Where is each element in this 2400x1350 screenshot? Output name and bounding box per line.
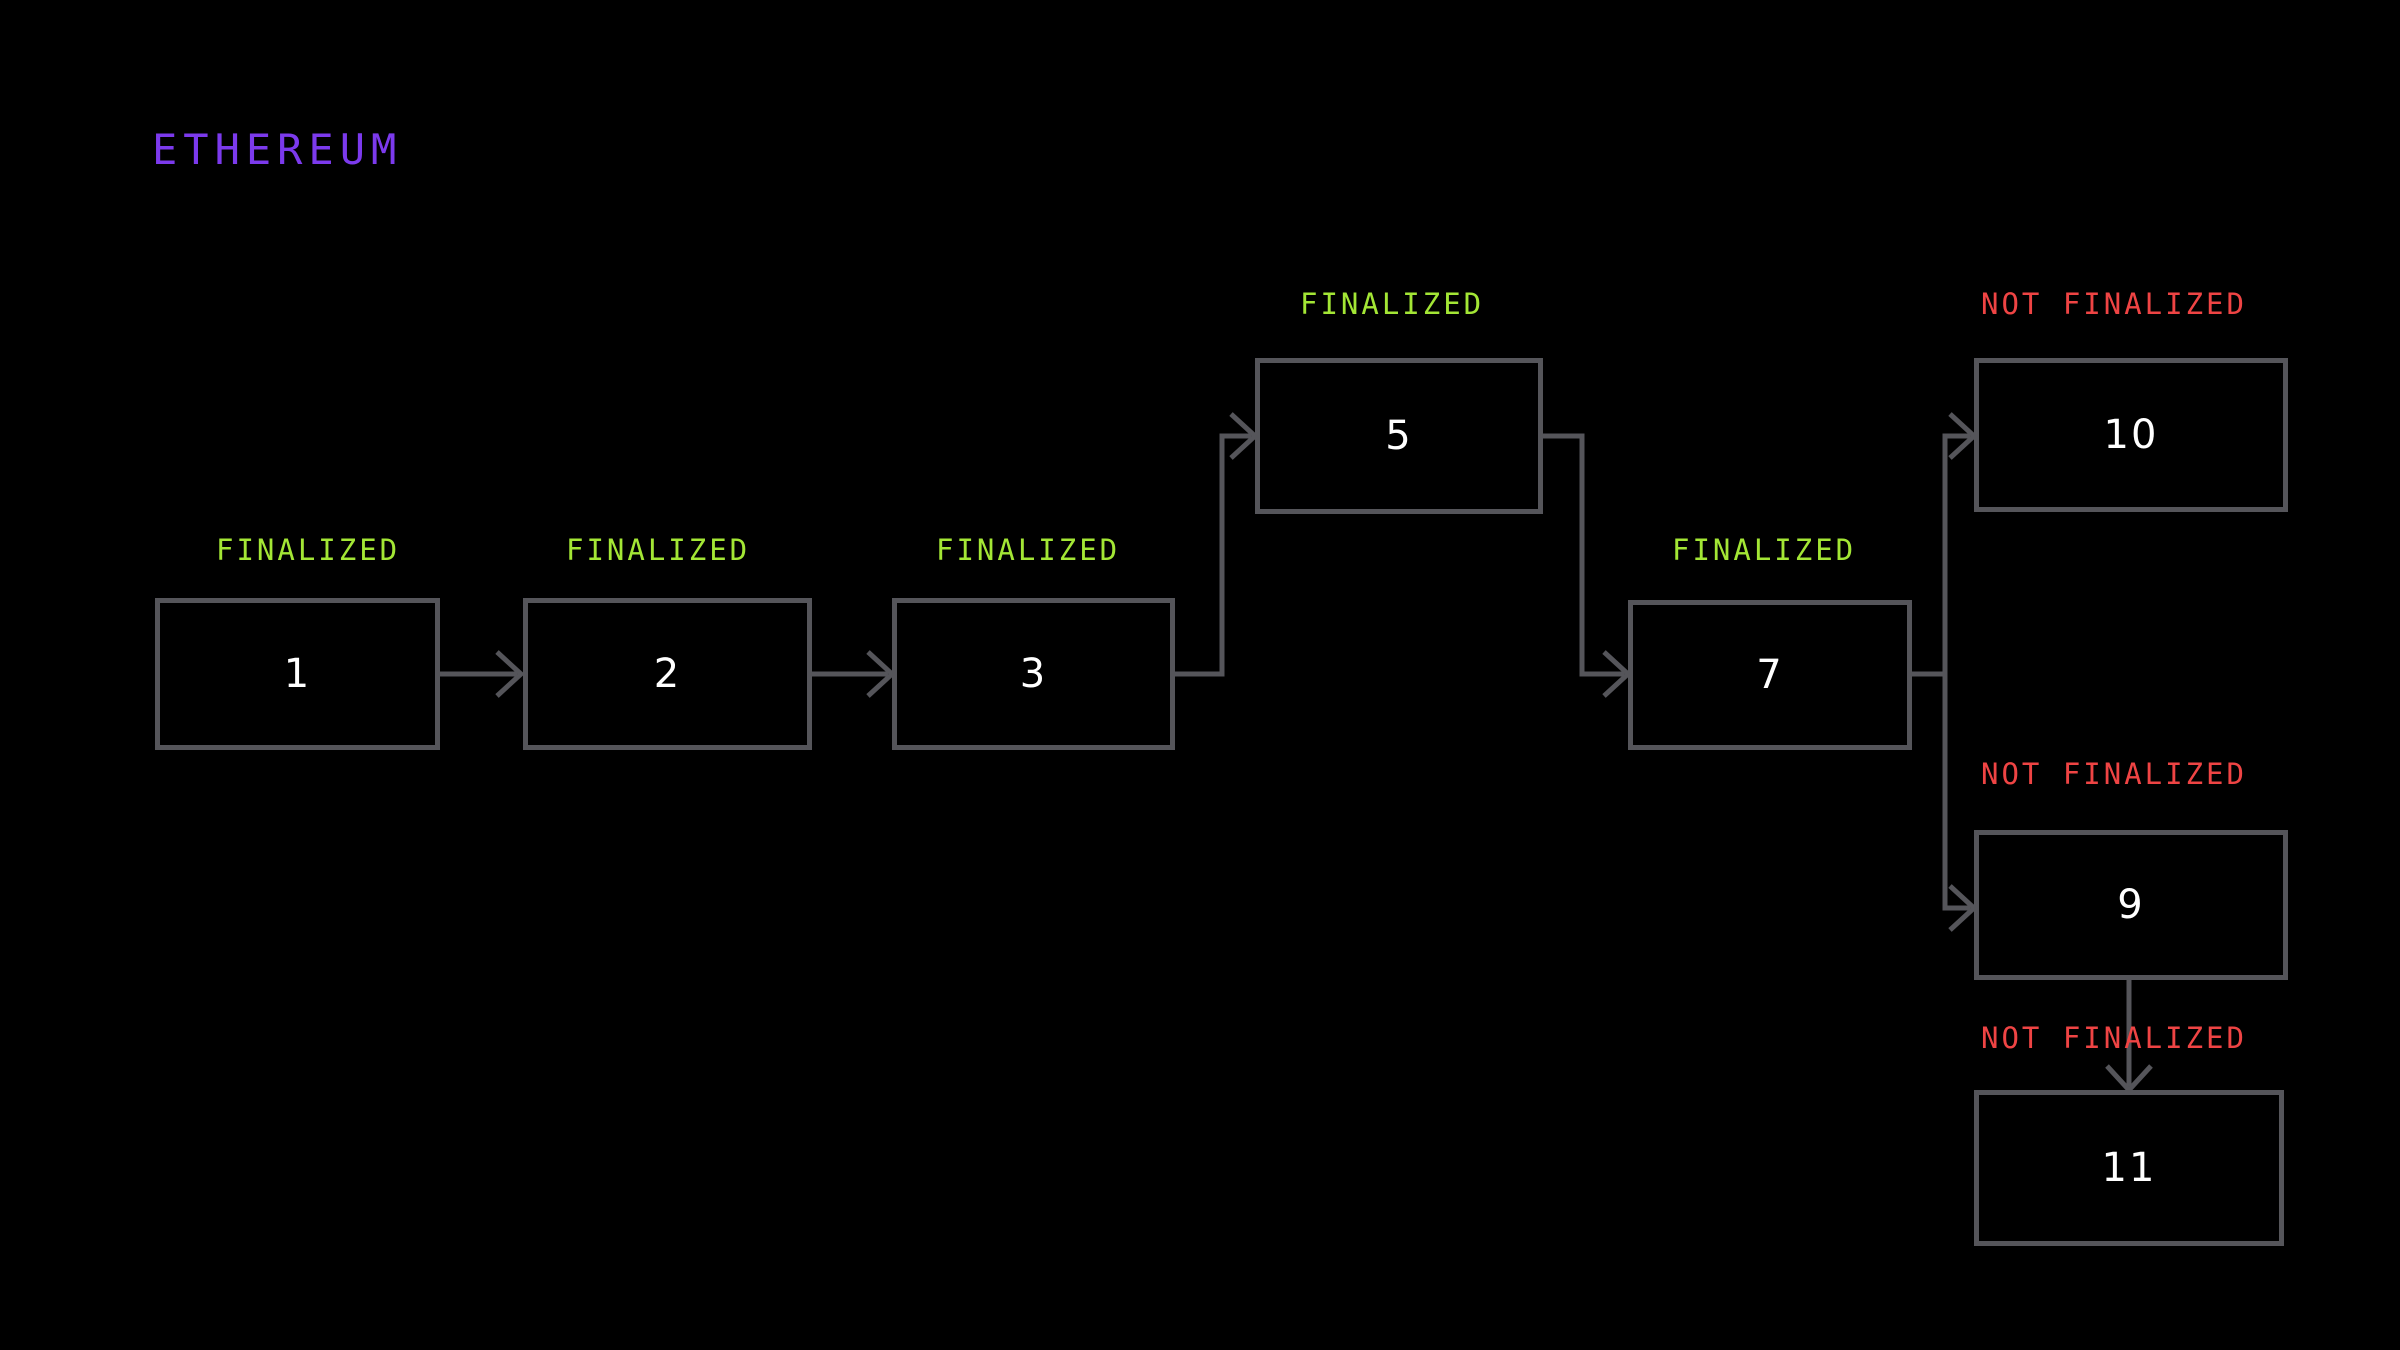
- block-node-10[interactable]: 10: [1974, 358, 2288, 512]
- block-node-2[interactable]: 2: [523, 598, 812, 750]
- edge-7-to-10: [1912, 412, 1978, 677]
- status-label-block-10: NOT FINALIZED: [1981, 287, 2247, 321]
- block-node-7[interactable]: 7: [1628, 600, 1912, 750]
- status-label-block-5: FINALIZED: [1300, 287, 1485, 321]
- block-number-3: 3: [1019, 651, 1048, 697]
- status-label-block-9: NOT FINALIZED: [1981, 757, 2247, 791]
- status-label-block-11: NOT FINALIZED: [1981, 1021, 2247, 1055]
- block-node-5[interactable]: 5: [1255, 358, 1543, 514]
- edge-1-to-2: [440, 650, 525, 698]
- status-label-block-2: FINALIZED: [566, 533, 751, 567]
- edge-2-to-3: [812, 650, 896, 698]
- block-number-2: 2: [653, 651, 682, 697]
- page-title: ETHEREUM: [152, 125, 403, 174]
- block-number-5: 5: [1385, 413, 1413, 459]
- block-number-11: 11: [2101, 1145, 2157, 1191]
- block-number-10: 10: [2103, 412, 2159, 458]
- status-label-block-7: FINALIZED: [1672, 533, 1857, 567]
- block-number-9: 9: [2117, 882, 2145, 928]
- block-node-11[interactable]: 11: [1974, 1090, 2284, 1246]
- edge-3-to-5: [1175, 412, 1259, 677]
- status-label-block-3: FINALIZED: [936, 533, 1121, 567]
- status-label-block-1: FINALIZED: [216, 533, 401, 567]
- block-number-7: 7: [1756, 652, 1784, 698]
- block-node-1[interactable]: 1: [155, 598, 440, 750]
- block-number-1: 1: [283, 651, 312, 697]
- edge-5-to-7: [1543, 433, 1632, 698]
- block-node-9[interactable]: 9: [1974, 830, 2288, 980]
- edge-7-to-9: [1942, 674, 1978, 932]
- block-node-3[interactable]: 3: [892, 598, 1175, 750]
